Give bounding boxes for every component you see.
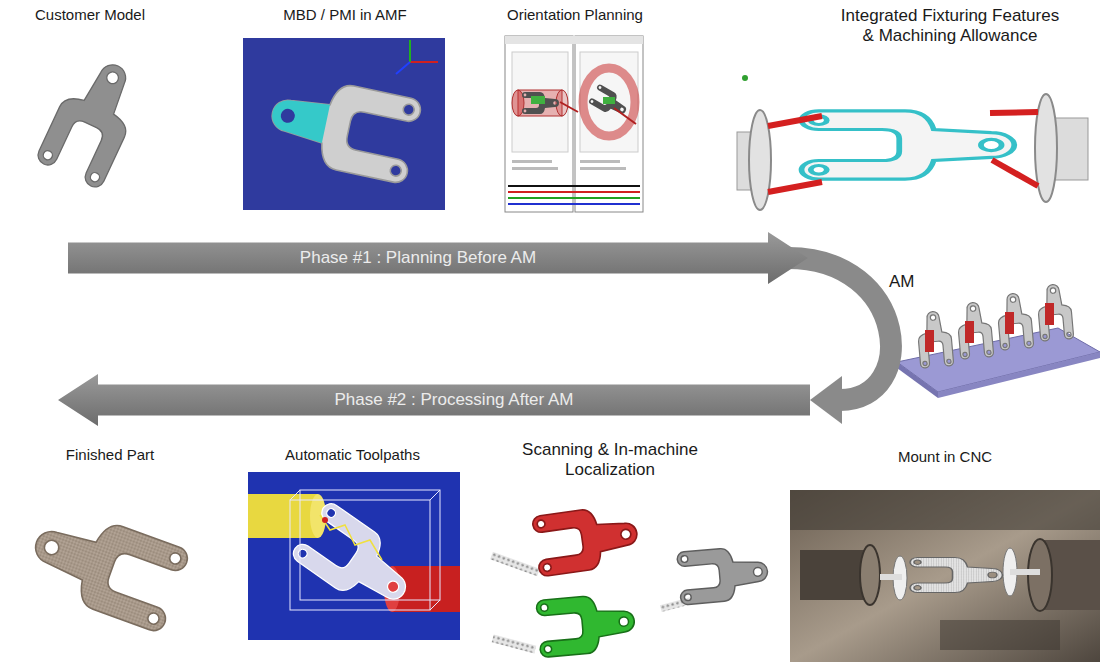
stage-heading: Orientation Planning xyxy=(488,6,662,24)
finished-part xyxy=(22,501,191,634)
stage-heading: Finished Part xyxy=(10,446,210,464)
stage-heading: Scanning & In-machine Localization xyxy=(513,440,707,481)
stage-panel: Customer Model xyxy=(0,6,180,206)
toolpath-screenshot xyxy=(248,472,460,640)
phase-arrow-body xyxy=(68,232,808,284)
stage-panel: MBD / PMI in AMF xyxy=(240,6,450,216)
stage-heading: Customer Model xyxy=(0,6,180,24)
stage-panel: Orientation Planning xyxy=(488,6,662,211)
cnc-photo xyxy=(790,490,1100,662)
fixturing-illustration xyxy=(737,75,1088,210)
arrow-head xyxy=(810,376,842,424)
scan-illustration xyxy=(490,503,770,658)
stage-heading: Automatic Toolpaths xyxy=(245,446,460,464)
stage-heading: AM xyxy=(889,272,1100,292)
stage-heading: Integrated Fixturing Features & Machinin… xyxy=(835,6,1065,47)
phase-arrow: Phase #1 : Planning Before AM xyxy=(68,232,808,284)
stage-panel: Scanning & In-machine Localization xyxy=(505,440,715,665)
phase-label: Phase #2 : Processing After AM xyxy=(334,390,573,410)
stage-panel: Finished Part xyxy=(10,446,210,656)
orientation-screenshot xyxy=(505,36,643,212)
phase-arrow-body xyxy=(58,374,810,426)
stage-panel: AM xyxy=(885,272,1100,407)
mbd-screenshot xyxy=(243,38,445,210)
stage-panel: Mount in CNC xyxy=(790,448,1100,663)
phase-arrow: Phase #2 : Processing After AM xyxy=(58,374,810,426)
stage-panel: Automatic Toolpaths xyxy=(245,446,460,646)
stage-panel: Integrated Fixturing Features & Machinin… xyxy=(815,6,1085,211)
stage-heading: Mount in CNC xyxy=(790,448,1100,466)
build-plate xyxy=(897,283,1100,398)
phase-label: Phase #1 : Planning Before AM xyxy=(300,248,536,268)
stage-heading: MBD / PMI in AMF xyxy=(240,6,450,24)
customer-model-part xyxy=(35,51,151,190)
